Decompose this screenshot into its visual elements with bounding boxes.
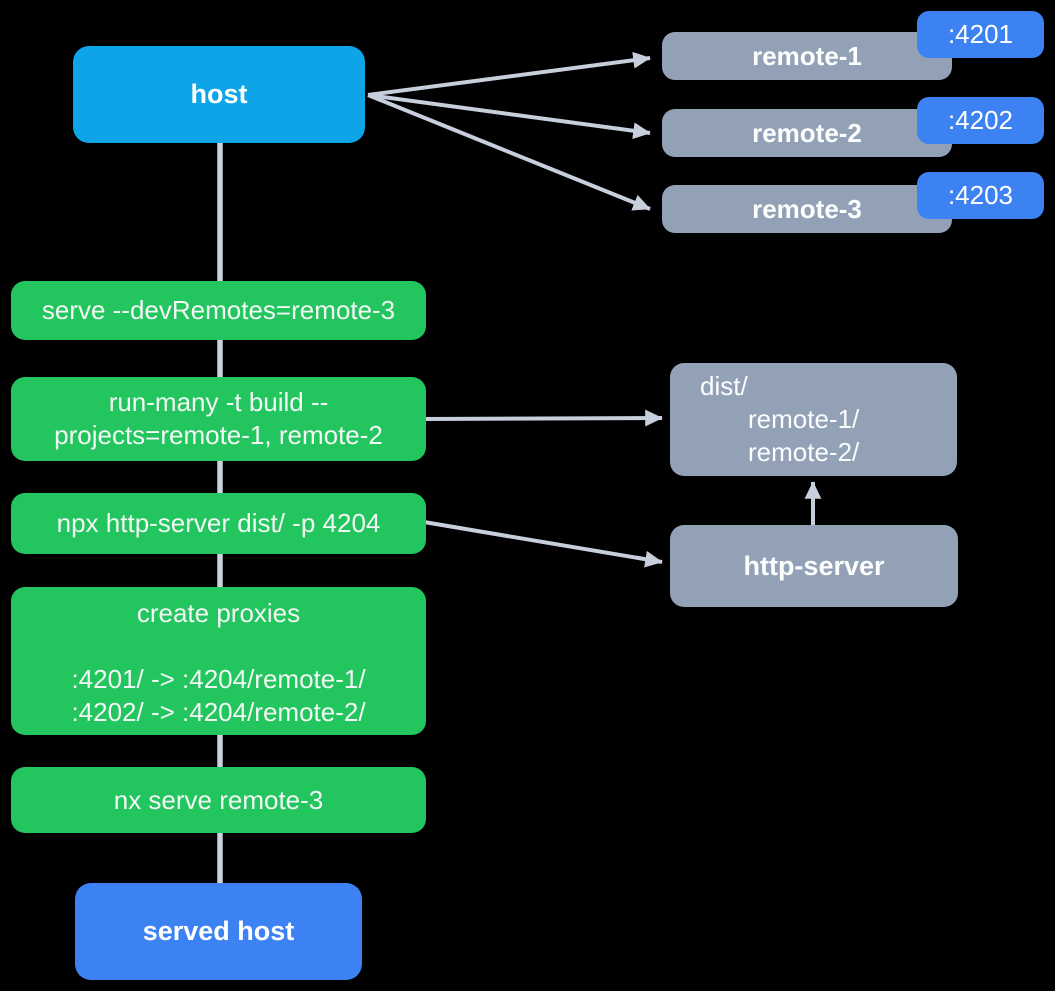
port-badge-4201: :4201 bbox=[917, 11, 1044, 58]
proxy-rule-2: :4202/ -> :4204/remote-2/ bbox=[71, 697, 366, 727]
dist-remote-2-line: remote-2/ bbox=[748, 437, 860, 467]
http-server-command-node: npx http-server dist/ -p 4204 bbox=[11, 493, 426, 554]
dist-folder-root-line: dist/ bbox=[700, 371, 748, 401]
host-node: host bbox=[73, 46, 365, 143]
http-server-node: http-server bbox=[670, 525, 958, 607]
serve-remote3-command-node: nx serve remote-3 bbox=[11, 767, 426, 833]
remote-2-node: remote-2 bbox=[662, 109, 952, 157]
build-command-line1: run-many -t build -- bbox=[108, 387, 329, 417]
port-badge-4202: :4202 bbox=[917, 97, 1044, 144]
dist-remote-1-line: remote-1/ bbox=[748, 404, 860, 434]
serve-command-node: serve --devRemotes=remote-3 bbox=[11, 281, 426, 340]
proxy-rule-1: :4201/ -> :4204/remote-1/ bbox=[71, 664, 366, 694]
host-to-remote-1-arrow bbox=[367, 51, 651, 97]
build-command-node: run-many -t build -- projects=remote-1, … bbox=[11, 377, 426, 461]
build-to-dist-arrow bbox=[423, 409, 663, 427]
served-host-node: served host bbox=[75, 883, 362, 980]
dist-folder-node: dist/ remote-1/ remote-2/ bbox=[670, 363, 957, 476]
build-command-line2: projects=remote-1, remote-2 bbox=[54, 420, 383, 450]
host-to-remote-2-arrow bbox=[367, 93, 651, 140]
remote-3-node: remote-3 bbox=[662, 185, 952, 233]
http-command-to-http-server-arrow bbox=[423, 520, 663, 568]
remote-1-node: remote-1 bbox=[662, 32, 952, 80]
port-badge-4203: :4203 bbox=[917, 172, 1044, 219]
create-proxies-node: create proxies :4201/ -> :4204/remote-1/… bbox=[11, 587, 426, 735]
create-proxies-title: create proxies bbox=[136, 598, 301, 628]
host-to-remote-3-arrow bbox=[367, 93, 651, 211]
